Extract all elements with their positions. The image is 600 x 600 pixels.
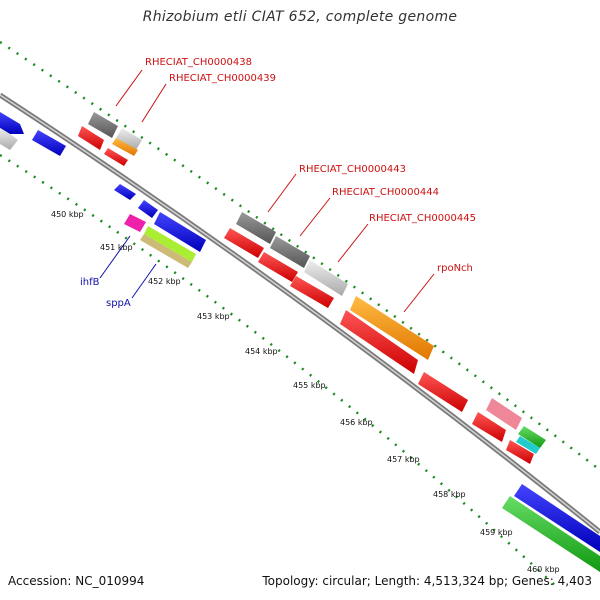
label-RHECIAT_CH0000439: RHECIAT_CH0000439 (169, 73, 276, 84)
tick-label: 460 kbp (527, 565, 560, 574)
label-RHECIAT_CH0000438: RHECIAT_CH0000438 (145, 57, 252, 68)
gene-red-9 (506, 440, 534, 464)
gene-445 (304, 260, 348, 296)
gene-blue-left (0, 112, 24, 134)
map-title: Rhizobium etli CIAT 652, complete genome (142, 9, 458, 25)
forward-strand-genes (0, 112, 546, 454)
lower-genes (32, 130, 600, 572)
gene-grey-left (0, 128, 18, 150)
gene-red-1 (78, 126, 104, 150)
tick-label: 450 kbp (51, 210, 84, 219)
accession-text: Accession: NC_010994 (8, 574, 145, 588)
genome-backbone (0, 92, 600, 534)
gene-red-6 (340, 310, 418, 374)
tick-label: 457 kbp (387, 455, 420, 464)
gene-443 (236, 212, 276, 244)
gene-blue-e (514, 484, 600, 552)
gene-rpoN (350, 296, 434, 360)
gene-red-3 (224, 228, 264, 258)
reverse-strand-genes (78, 126, 534, 464)
gene-red-7 (418, 372, 468, 412)
tick-label: 454 kbp (245, 347, 278, 356)
gene-444 (270, 236, 310, 268)
callout-lines (99, 69, 435, 313)
gene-green-small (518, 426, 546, 448)
tick-label: 452 kbp (148, 277, 181, 286)
gene-439 (116, 128, 142, 150)
tick-label: 456 kbp (340, 418, 373, 427)
gene-sppA-bottom (140, 234, 192, 268)
gene-sppA-top (144, 226, 196, 262)
label-RHECIAT_CH0000443: RHECIAT_CH0000443 (299, 164, 406, 175)
gene-red-8 (472, 412, 506, 442)
tick-label: 459 kbp (480, 528, 513, 537)
label-RHECIAT_CH0000444: RHECIAT_CH0000444 (332, 187, 439, 198)
gene-green-e (502, 496, 600, 572)
gene-red-2 (104, 148, 128, 166)
gene-blue-c (138, 200, 158, 218)
inner-dotted-track (0, 153, 561, 591)
gene-blue-b (114, 184, 136, 200)
gene-blue-d (154, 212, 206, 252)
gene-red-5 (290, 276, 334, 308)
topology-summary: Topology: circular; Length: 4,513,324 bp… (262, 574, 592, 588)
label-rpoNch: rpoNch (437, 263, 473, 274)
gene-red-4 (258, 252, 298, 282)
tick-label: 458 kbp (433, 490, 466, 499)
label-ihfB: ihfB (80, 277, 100, 288)
tick-label: 455 kbp (293, 381, 326, 390)
gene-cyan (516, 436, 540, 454)
gene-ihfB (124, 214, 146, 232)
gene-orange-small (112, 138, 138, 156)
label-sppA: sppA (106, 298, 131, 309)
genome-backbone-highlight (0, 94, 600, 533)
tick-label: 451 kbp (100, 243, 133, 252)
gene-pink (486, 398, 522, 430)
label-RHECIAT_CH0000445: RHECIAT_CH0000445 (369, 213, 476, 224)
gene-blue-a (32, 130, 66, 156)
gene-438 (88, 112, 118, 138)
tick-labels: 450 kbp 451 kbp 452 kbp 453 kbp 454 kbp … (51, 210, 560, 574)
tick-label: 453 kbp (197, 312, 230, 321)
